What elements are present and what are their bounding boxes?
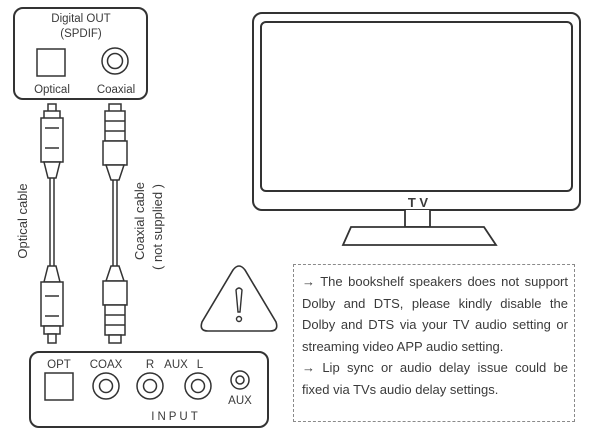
coaxial-cable	[102, 103, 128, 344]
opt-label: OPT	[47, 359, 71, 371]
source-panel: Digital OUT (SPDIF) Optical Coaxial	[13, 7, 148, 100]
tv-stand	[404, 210, 431, 228]
coaxial-cable-note: ( not supplied )	[150, 184, 165, 270]
source-panel-subtitle: (SPDIF)	[60, 28, 102, 40]
tv-label: T V	[408, 195, 429, 210]
warning-triangle-icon	[200, 265, 278, 332]
note-dolby-dts: → The bookshelf speakers does not suppor…	[302, 274, 568, 354]
notes-box: → The bookshelf speakers does not suppor…	[293, 264, 575, 422]
tv: T V	[252, 12, 581, 246]
optical-output-label: Optical	[34, 84, 70, 96]
aux-l-label: L	[197, 359, 204, 371]
coax-input-port-inner	[98, 378, 114, 394]
coaxial-output-label: Coaxial	[97, 84, 135, 96]
tv-screen	[260, 21, 573, 192]
note-lip-sync: → Lip sync or audio delay issue could be…	[302, 360, 568, 397]
source-panel-title: Digital OUT	[51, 13, 110, 25]
aux-jack-port-inner	[235, 375, 245, 385]
aux-jack-label: AUX	[228, 395, 252, 407]
aux-r-input-port-inner	[142, 378, 158, 394]
coaxial-cable-label: Coaxial cable	[132, 182, 147, 260]
opt-input-port	[44, 372, 74, 401]
optical-output-port	[36, 48, 66, 77]
aux-group-label: AUX	[164, 359, 188, 371]
input-panel-label: INPUT	[151, 411, 201, 423]
tv-stand-base	[341, 226, 498, 246]
input-panel: OPT COAX R AUX L AUX INPUT	[29, 351, 269, 428]
optical-cable	[40, 103, 64, 344]
coaxial-output-port-inner	[106, 52, 124, 70]
coax-label: COAX	[90, 359, 123, 371]
aux-l-input-port-inner	[190, 378, 206, 394]
optical-cable-label: Optical cable	[15, 183, 30, 258]
aux-r-label: R	[146, 359, 154, 371]
